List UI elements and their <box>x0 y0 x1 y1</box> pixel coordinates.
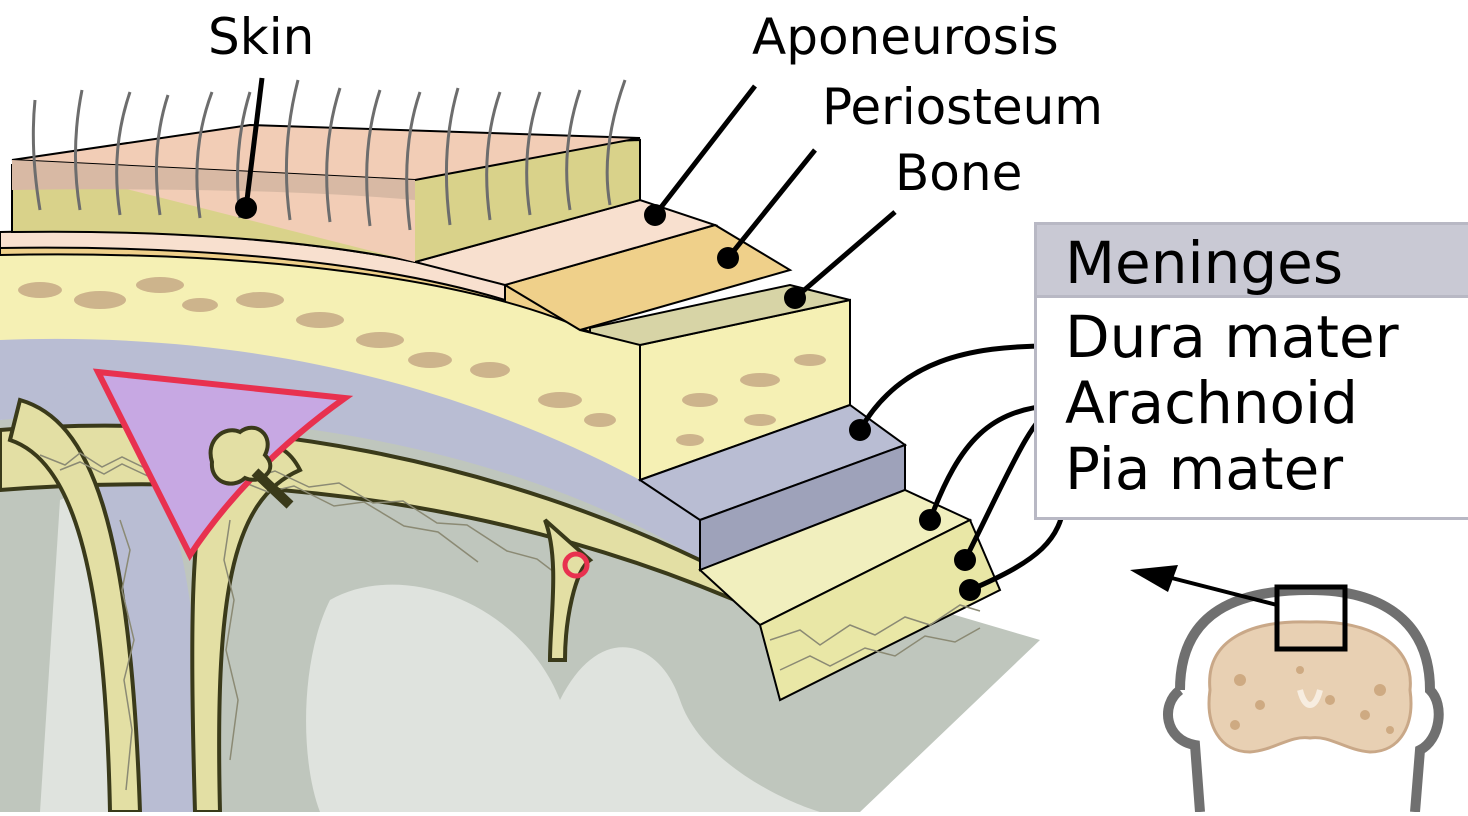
arrow-head-icon <box>1130 565 1178 592</box>
label-periosteum: Periosteum <box>822 82 1103 132</box>
label-aponeurosis: Aponeurosis <box>752 12 1059 62</box>
head-inset <box>1130 565 1439 812</box>
label-skin: Skin <box>208 12 314 62</box>
meninges-title: Meninges <box>1065 234 1343 292</box>
label-arachnoid: Arachnoid <box>1065 374 1358 432</box>
label-pia-mater: Pia mater <box>1065 440 1343 498</box>
label-dura-mater: Dura mater <box>1065 308 1399 366</box>
label-bone: Bone <box>895 148 1022 198</box>
